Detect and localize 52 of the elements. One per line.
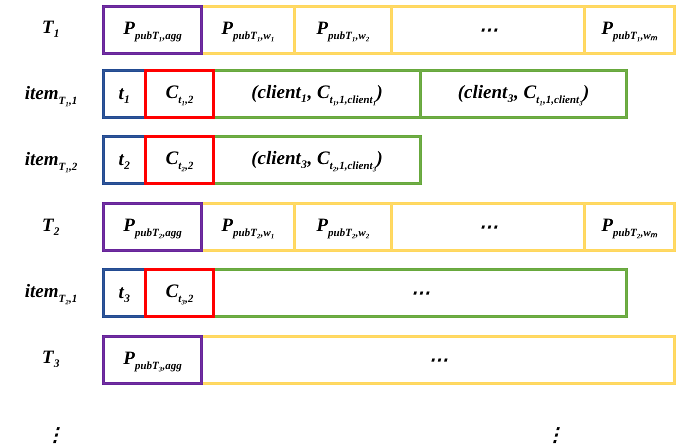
table-cell: [200, 202, 296, 252]
table-cell: [212, 135, 422, 185]
cell-formula: (client₃, C$_{t₁,1,client₃}$): [458, 82, 590, 106]
row-label: item$_{T₁,1}$: [24, 83, 78, 107]
row-label: item$_{T₂,1}$: [24, 281, 78, 305]
table-cell: [583, 202, 676, 252]
table-cell: [102, 335, 203, 385]
table-cell: [390, 202, 586, 252]
row-label: T₂: [40, 215, 62, 237]
cell-formula: ⋯: [428, 349, 448, 372]
cell-formula: P$_{pubT₂,wₘ}$: [601, 215, 658, 239]
cell-formula: C$_{t₃,2}$: [166, 281, 194, 305]
cell-formula: ⋯: [478, 216, 498, 239]
cell-formula: ⋯: [410, 282, 430, 305]
table-cell: [583, 5, 676, 55]
cell-formula: P$_{pubT₁,agg}$: [123, 18, 182, 42]
table-cell: [212, 268, 628, 318]
cell-formula: P$_{pubT₁,wₘ}$: [601, 18, 658, 42]
cell-formula: t₃: [118, 282, 130, 304]
cell-formula: P$_{pubT₁,w₁}$: [221, 18, 275, 42]
table-cell: [293, 5, 393, 55]
table-cell: [102, 135, 147, 185]
table-cell: [102, 5, 203, 55]
row-label: T₁: [40, 17, 62, 39]
table-cell: [102, 268, 147, 318]
cell-formula: P$_{pubT₂,w₁}$: [221, 215, 275, 239]
table-cell: [144, 69, 215, 119]
table-cell: [419, 69, 628, 119]
cell-formula: t₂: [118, 149, 130, 171]
table-cell: [212, 69, 422, 119]
table-cell: [144, 268, 215, 318]
cell-formula: (client₃, C$_{t₂,1,client₃}$): [251, 148, 383, 172]
row-label: item$_{T₁,2}$: [24, 149, 78, 173]
cell-formula: (client₁, C$_{t₁,1,client₁}$): [251, 82, 383, 106]
table-cell: [144, 135, 215, 185]
table-cell: [293, 202, 393, 252]
table-cell: [102, 69, 147, 119]
table-cell: [390, 5, 586, 55]
vertical-ellipsis: ⋮: [44, 424, 66, 446]
table-cell: [102, 202, 203, 252]
cell-formula: ⋯: [478, 19, 498, 42]
row-label: T₃: [40, 347, 62, 369]
cell-formula: C$_{t₂,2}$: [166, 148, 194, 172]
table-cell: [200, 335, 676, 385]
cell-formula: P$_{pubT₃,agg}$: [123, 348, 182, 372]
cell-formula: C$_{t₁,2}$: [166, 82, 194, 106]
table-cell: [200, 5, 296, 55]
vertical-ellipsis: ⋮: [544, 424, 566, 446]
cell-formula: P$_{pubT₁,w₂}$: [316, 18, 370, 42]
cell-formula: P$_{pubT₂,w₂}$: [316, 215, 370, 239]
cell-formula: P$_{pubT₂,agg}$: [123, 215, 182, 239]
cell-formula: t₁: [118, 83, 130, 105]
